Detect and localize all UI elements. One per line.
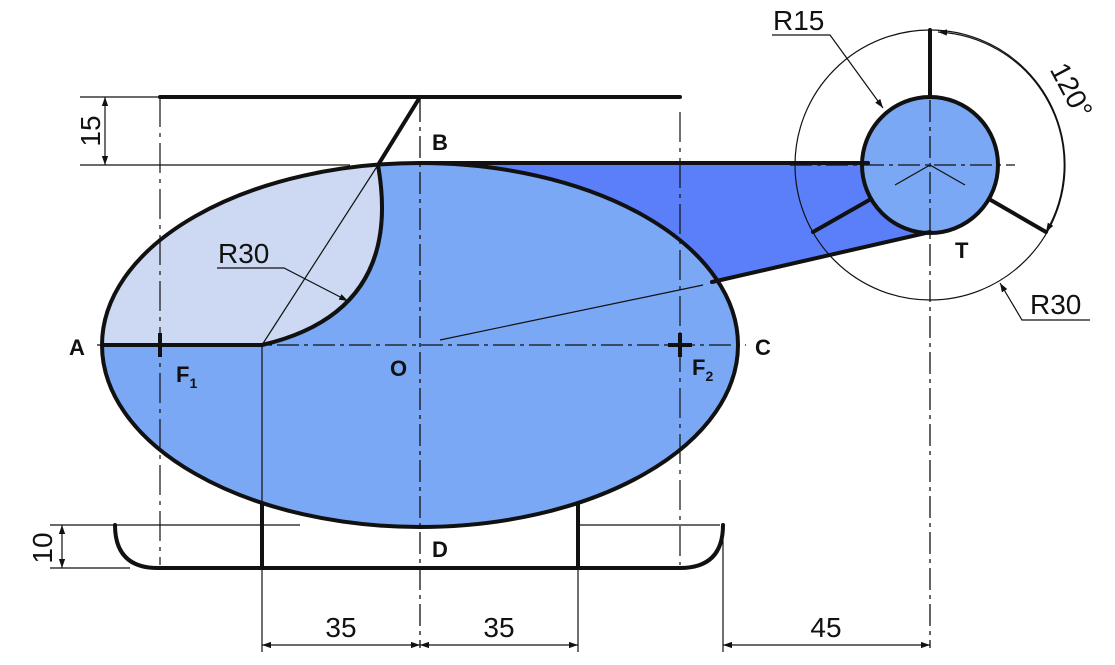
leader-r30-tail-shelf: [999, 282, 1090, 321]
hub-inner-line-1: [894, 164, 931, 186]
point-f2-base: F: [692, 355, 705, 380]
point-f2-sub: 2: [705, 368, 713, 384]
label-blade-angle: 120°: [1044, 58, 1099, 124]
point-o: O: [390, 356, 407, 381]
point-f1-base: F: [176, 362, 189, 387]
label-r30-tail: R30: [1030, 289, 1081, 320]
point-b: B: [432, 130, 448, 155]
point-t: T: [955, 238, 969, 263]
point-c: C: [755, 335, 771, 360]
cockpit-radius-construction: [261, 164, 379, 346]
leader-r15-shelf: [772, 34, 884, 109]
point-f1: F1: [176, 362, 197, 391]
dim-rotor-gap-label: 15: [75, 115, 106, 146]
leader-r30-cockpit-shelf: [217, 267, 349, 302]
dim-right-span-label: 35: [483, 612, 514, 643]
tail-blade-right: [987, 197, 1048, 234]
dim-left-span-label: 35: [325, 612, 356, 643]
point-d: D: [432, 537, 448, 562]
focal-line: [439, 284, 704, 341]
tail-boom-bottom: [710, 230, 932, 284]
point-f2: F2: [692, 355, 713, 384]
rotor-mast: [376, 95, 422, 167]
skid: [113, 523, 725, 570]
dim-tail-offset-label: 45: [810, 612, 841, 643]
blade-angle-arc: [937, 29, 1065, 233]
dim-skid-height-label: 10: [27, 532, 58, 563]
label-r30-cockpit: R30: [218, 238, 269, 269]
label-r15: R15: [773, 5, 824, 36]
cockpit-arc: [260, 163, 384, 347]
point-a: A: [69, 335, 85, 360]
cockpit-window: [104, 165, 383, 345]
tail-blade-left: [811, 197, 873, 234]
point-f1-sub: 1: [189, 375, 197, 391]
